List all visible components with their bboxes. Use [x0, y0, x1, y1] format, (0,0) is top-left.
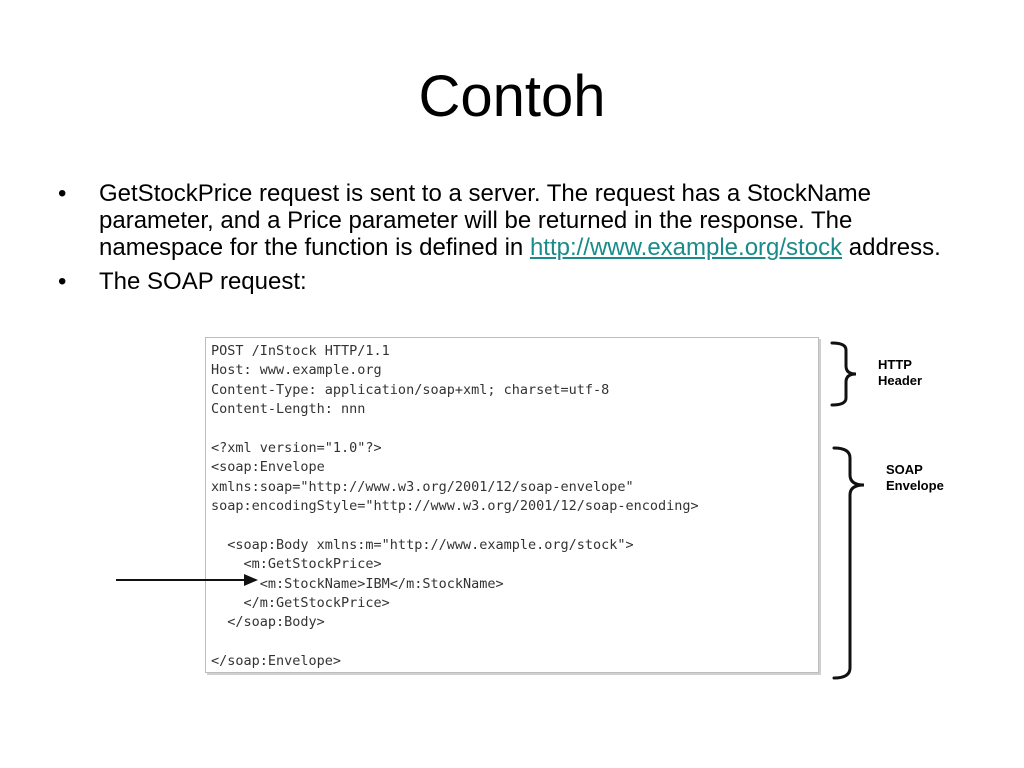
namespace-link[interactable]: http://www.example.org/stock: [529, 234, 843, 261]
http-header-brace-icon: [830, 341, 857, 407]
bullet-item: • The SOAP request:: [58, 268, 978, 295]
code-line: Content-Type: application/soap+xml; char…: [211, 381, 610, 398]
code-line: <soap:Body xmlns:m="http://www.example.o…: [211, 536, 634, 553]
code-line: <?xml version="1.0"?>: [211, 439, 382, 456]
code-line: </m:GetStockPrice>: [211, 595, 390, 612]
http-header-label-line2: Header: [878, 373, 923, 388]
code-line: <m:StockName>IBM</m:StockName>: [211, 575, 504, 592]
bullet-marker: •: [58, 180, 67, 207]
bullet-marker: •: [58, 268, 67, 295]
code-line: POST /InStock HTTP/1.1: [211, 343, 390, 359]
code-line: xmlns:soap="http://www.w3.org/2001/12/so…: [211, 478, 634, 495]
code-line: Host: www.example.org: [211, 362, 382, 379]
slide-title: Contoh: [418, 64, 606, 129]
code-line: Content-Length: nnn: [211, 401, 366, 418]
http-header-label: HTTP Header: [878, 357, 922, 389]
bullet-list: • GetStockPrice request is sent to a ser…: [58, 180, 978, 302]
code-line: soap:encodingStyle="http://www.w3.org/20…: [211, 498, 699, 515]
soap-envelope-label: SOAP Envelope: [886, 462, 944, 494]
bullet-text-tail: address.: [842, 234, 941, 261]
bullet-item: • GetStockPrice request is sent to a ser…: [58, 180, 978, 261]
arrow-head-icon: [244, 574, 258, 586]
soap-envelope-label-line2: Envelope: [886, 478, 944, 493]
bullet-text: The SOAP request:: [99, 268, 307, 295]
http-header-label-line1: HTTP: [878, 357, 912, 372]
soap-envelope-brace-icon: [832, 446, 865, 680]
code-line: <soap:Envelope: [211, 459, 325, 476]
bullet-text: GetStockPrice request is sent to a serve…: [99, 180, 871, 261]
code-line: <m:GetStockPrice>: [211, 556, 382, 573]
code-line: </soap:Envelope>: [211, 653, 342, 670]
code-line: </soap:Body>: [211, 614, 325, 631]
soap-envelope-label-line1: SOAP: [886, 462, 923, 477]
